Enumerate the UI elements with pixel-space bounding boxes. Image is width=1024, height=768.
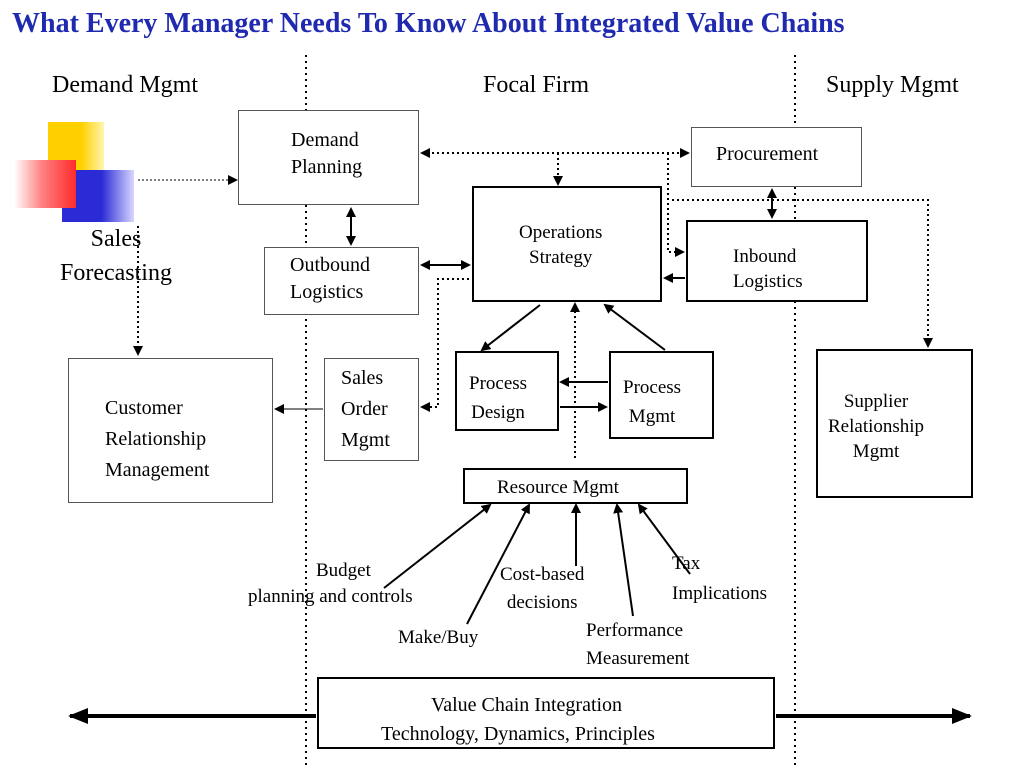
operations-strategy-label: Operations Strategy (519, 222, 603, 268)
sales-order-mgmt-box: Sales Order Mgmt (324, 358, 419, 461)
operations-to-sales-order-connector (420, 278, 469, 412)
decorative-squares-logo (14, 118, 139, 226)
procurement-to-srm-connector (672, 199, 933, 348)
procurement-label: Procurement (716, 143, 819, 165)
budget-label: Budget (316, 560, 371, 581)
sales-forecasting-label: Sales Forecasting (60, 226, 172, 286)
value-chain-integration-subtitle: Technology, Dynamics, Principles (381, 723, 655, 745)
tax-implications-label: Tax Implications (672, 553, 767, 604)
crm-label: Customer Relationship Management (105, 397, 210, 481)
performance-to-resource-arrow (613, 503, 634, 617)
focal-firm-header: Focal Firm (483, 72, 589, 98)
sales-order-mgmt-label: Sales Order Mgmt (341, 367, 390, 451)
supply-mgmt-header: Supply Mgmt (826, 72, 959, 98)
procurement-to-inbound-connector (667, 153, 685, 257)
demand-planning-box: Demand Planning (238, 110, 419, 205)
outbound-logistics-box: Outbound Logistics (264, 247, 419, 315)
crm-box: Customer Relationship Management (68, 358, 273, 503)
resource-mgmt-box: Resource Mgmt (463, 468, 688, 504)
make-buy-to-resource-arrow (466, 503, 530, 625)
outbound-logistics-label: Outbound Logistics (290, 254, 370, 303)
demand-planning-label: Demand Planning (291, 129, 363, 178)
resource-mgmt-label: Resource Mgmt (497, 477, 619, 498)
demand-mgmt-header: Demand Mgmt (52, 72, 198, 98)
process-mgmt-to-operations-connector (603, 303, 666, 351)
tax-to-resource-arrow (637, 503, 691, 575)
srm-label: Supplier Relationship Mgmt (828, 391, 925, 462)
value-chain-integration-title: Value Chain Integration (431, 694, 623, 716)
srm-box: Supplier Relationship Mgmt (816, 349, 973, 498)
process-design-box: Process Design (455, 351, 559, 431)
slide-title: What Every Manager Needs To Know About I… (12, 8, 845, 39)
inbound-logistics-label: Inbound Logistics (733, 246, 803, 292)
cost-based-decisions-label: Cost-based decisions (500, 564, 585, 613)
process-mgmt-box: Process Mgmt (609, 351, 714, 439)
procurement-box: Procurement (691, 127, 862, 187)
logo-red-square (14, 160, 76, 208)
performance-measurement-label: Performance Measurement (586, 620, 690, 669)
inbound-logistics-box: Inbound Logistics (686, 220, 868, 302)
budget-to-resource-arrow (383, 503, 492, 589)
process-mgmt-label: Process Mgmt (623, 377, 682, 427)
operations-to-process-design-connector (480, 304, 541, 352)
operations-strategy-box: Operations Strategy (472, 186, 662, 302)
make-buy-label: Make/Buy (398, 627, 479, 648)
process-design-label: Process Design (469, 373, 528, 423)
value-chain-integration-box: Value Chain Integration Technology, Dyna… (317, 677, 775, 749)
budget-subtitle-label: planning and controls (248, 586, 413, 607)
